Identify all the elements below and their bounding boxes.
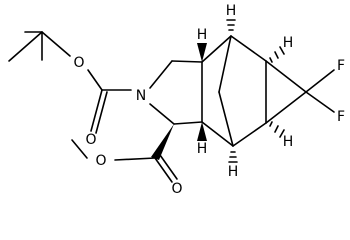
bond-ch2-c3a bbox=[171, 60, 203, 63]
atom-o-ester-ether: O bbox=[95, 153, 106, 169]
bond-c5-cf2 bbox=[265, 60, 307, 93]
molecule-drawing: O O N O O F F H H H H H H bbox=[8, 3, 345, 197]
bond-cf2-f-lower bbox=[305, 91, 335, 113]
atom-o-boc-carbonyl: O bbox=[85, 132, 96, 148]
atom-h-c7a: H bbox=[197, 141, 208, 157]
atom-o-ester-carbonyl: O bbox=[171, 181, 182, 197]
atom-f-upper: F bbox=[337, 58, 345, 74]
atom-n-ring: N bbox=[136, 88, 146, 104]
atom-h-c4: H bbox=[226, 3, 237, 19]
atom-f-lower: F bbox=[337, 109, 345, 125]
bond-c3a-c4 bbox=[201, 35, 232, 63]
hash-c5-h bbox=[269, 46, 285, 63]
bond-tbu-methyl-left bbox=[8, 31, 43, 62]
bond-ester-c-o-double-b bbox=[159, 154, 178, 180]
atom-h-c7: H bbox=[228, 164, 239, 180]
bond-boc-o-c bbox=[87, 69, 103, 91]
bond-c7a-c1 bbox=[173, 121, 203, 125]
bond-ester-c-o-double-a bbox=[154, 157, 173, 183]
hash-c4-h bbox=[226, 19, 236, 31]
atom-h-cp-top: H bbox=[283, 35, 294, 51]
bond-boc-c-o-double-b bbox=[95, 91, 108, 134]
bond-tbu-c-o bbox=[41, 31, 71, 57]
atom-labels: O O N O O F F H H H H H H bbox=[73, 3, 345, 197]
wedge-c3a-h bbox=[197, 43, 207, 62]
atom-h-cp-bottom: H bbox=[283, 134, 294, 150]
bond-c6-cf2 bbox=[265, 91, 307, 124]
bond-c7-c7a bbox=[201, 121, 234, 147]
hash-c7-h bbox=[228, 151, 238, 163]
bond-boc-c-o-double-a bbox=[90, 89, 103, 132]
hash-c6-h bbox=[269, 121, 285, 138]
chemical-structure-diagram: O O N O O F F H H H H H H bbox=[8, 3, 345, 197]
bond-ester-o-methyl bbox=[71, 139, 88, 159]
bond-lines bbox=[8, 31, 335, 183]
stereo-hashes bbox=[226, 19, 285, 163]
wedge-c1-ester bbox=[151, 124, 174, 160]
bond-c4-bridge bbox=[218, 35, 232, 93]
atom-o-boc-ether: O bbox=[73, 55, 84, 71]
bond-c4-c5 bbox=[230, 35, 267, 62]
stereo-wedges bbox=[151, 43, 207, 160]
bond-n-ch2 bbox=[149, 60, 173, 89]
atom-h-c3a: H bbox=[197, 27, 208, 43]
bond-ester-c-o bbox=[114, 157, 156, 161]
bond-bridge-c7 bbox=[218, 91, 234, 147]
wedge-c7a-h bbox=[197, 122, 207, 141]
bond-cf2-f-upper bbox=[305, 69, 335, 93]
bond-c1-n bbox=[149, 103, 175, 125]
bond-c6-c7 bbox=[232, 122, 267, 147]
